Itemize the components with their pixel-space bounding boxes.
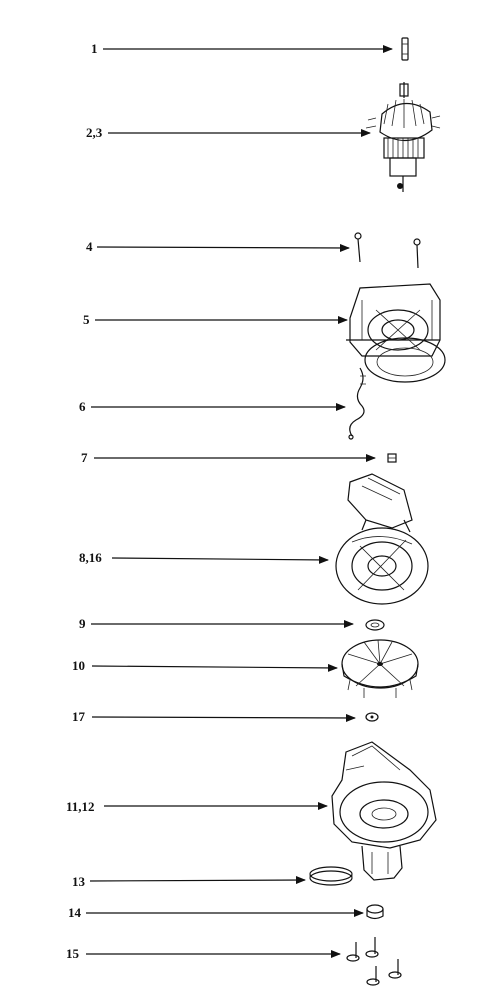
callout-17: 17 xyxy=(72,709,85,724)
part-2-3-armature xyxy=(365,82,441,192)
leader-line-10 xyxy=(91,663,338,672)
part-17-washer xyxy=(365,712,379,722)
leader-line-4 xyxy=(96,243,350,252)
callout-13: 13 xyxy=(72,874,85,889)
callout-8-16: 8,16 xyxy=(79,550,102,565)
part-11-12-lower-housing xyxy=(331,741,437,881)
part-15-screws xyxy=(346,937,402,986)
callout-14: 14 xyxy=(68,905,81,920)
callout-15: 15 xyxy=(66,946,79,961)
part-10-impeller xyxy=(341,639,419,698)
part-5-motor-housing xyxy=(346,283,446,383)
part-1-pin xyxy=(401,37,409,61)
leader-line-17 xyxy=(91,713,356,722)
part-4-screws xyxy=(354,232,421,269)
part-9-washer xyxy=(365,619,385,631)
callout-1: 1 xyxy=(91,41,98,56)
part-13-ring xyxy=(309,866,353,886)
leader-lines xyxy=(86,45,393,958)
callout-2-3: 2,3 xyxy=(86,125,103,140)
leader-line-13 xyxy=(89,876,306,885)
part-7-clip xyxy=(387,453,397,463)
callout-7: 7 xyxy=(81,450,88,465)
callout-4: 4 xyxy=(86,239,93,254)
part-14-cap xyxy=(366,904,384,920)
callout-10: 10 xyxy=(72,658,85,673)
callout-9: 9 xyxy=(79,616,86,631)
part-6-wire xyxy=(348,367,366,440)
leader-line-8-16 xyxy=(111,555,329,564)
part-8-16-fan-housing xyxy=(335,473,429,605)
callout-6: 6 xyxy=(79,399,86,414)
callout-11-12: 11,12 xyxy=(66,799,95,814)
callout-5: 5 xyxy=(83,312,90,327)
